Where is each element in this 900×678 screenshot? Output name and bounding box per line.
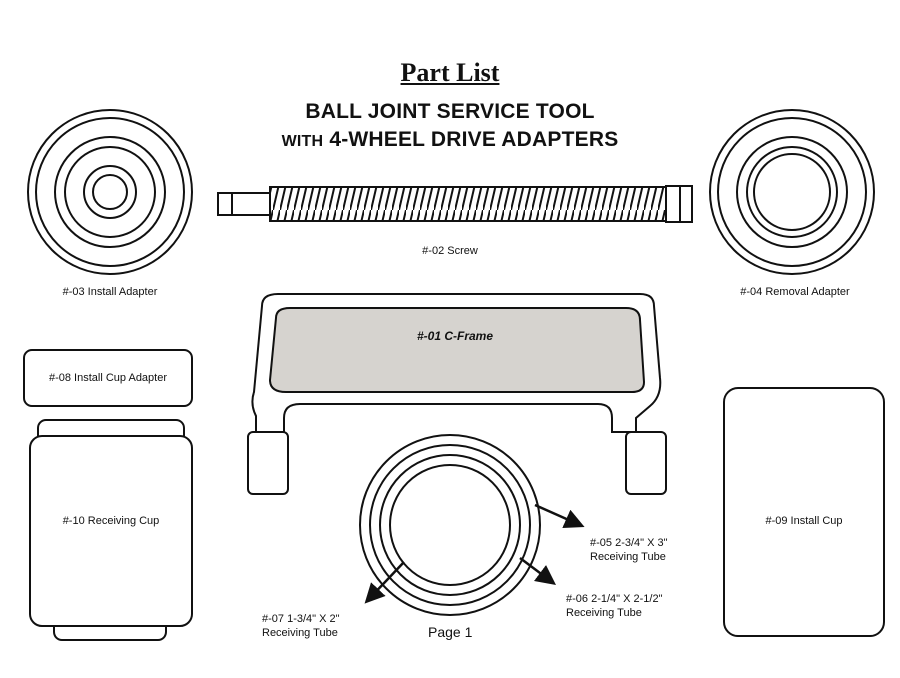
label-tube-06-line1: #-06 2-1/4" X 2-1/2" [566, 593, 663, 605]
screw [217, 185, 693, 223]
receiving-tubes [359, 434, 541, 616]
subtitle-line-2-main: 4-WHEEL DRIVE ADAPTERS [329, 128, 619, 151]
removal-adapter [709, 109, 875, 275]
label-tube-06-line2: Receiving Tube [566, 607, 642, 619]
leader-arrows [364, 503, 585, 604]
receiving-cup [29, 419, 193, 641]
arrow-tube-06 [519, 557, 556, 585]
install-cup [723, 387, 885, 637]
arrow-tube-07 [364, 561, 405, 604]
page-number: Page 1 [428, 624, 473, 640]
label-c-frame: #-01 C-Frame [416, 329, 494, 343]
label-tube-07: #-07 1-3/4" X 2" Receiving Tube [262, 612, 340, 640]
label-tube-05-line1: #-05 2-3/4" X 3" [590, 537, 668, 549]
label-install-cup: #-09 Install Cup [765, 515, 843, 527]
subtitle-line-1: BALL JOINT SERVICE TOOL [305, 100, 595, 123]
label-install-cup-adapter: #-08 Install Cup Adapter [48, 372, 168, 384]
label-tube-05-line2: Receiving Tube [590, 551, 666, 563]
subtitle-line-2-prefix: WITH [281, 133, 324, 150]
label-install-adapter: #-03 Install Adapter [62, 286, 158, 298]
label-receiving-cup: #-10 Receiving Cup [62, 515, 160, 527]
label-screw: #-02 Screw [422, 245, 478, 257]
install-cup-adapter [23, 349, 193, 407]
label-tube-06: #-06 2-1/4" X 2-1/2" Receiving Tube [566, 592, 662, 620]
label-tube-07-line1: #-07 1-3/4" X 2" [262, 613, 340, 625]
subtitle-line-2: WITH 4-WHEEL DRIVE ADAPTERS [0, 128, 900, 152]
label-removal-adapter: #-04 Removal Adapter [740, 286, 850, 298]
label-tube-07-line2: Receiving Tube [262, 627, 338, 639]
c-frame [247, 293, 667, 495]
arrow-tube-05 [534, 503, 585, 529]
label-tube-05: #-05 2-3/4" X 3" Receiving Tube [590, 536, 668, 564]
page-title: Part List [400, 58, 500, 87]
install-adapter [27, 109, 193, 275]
